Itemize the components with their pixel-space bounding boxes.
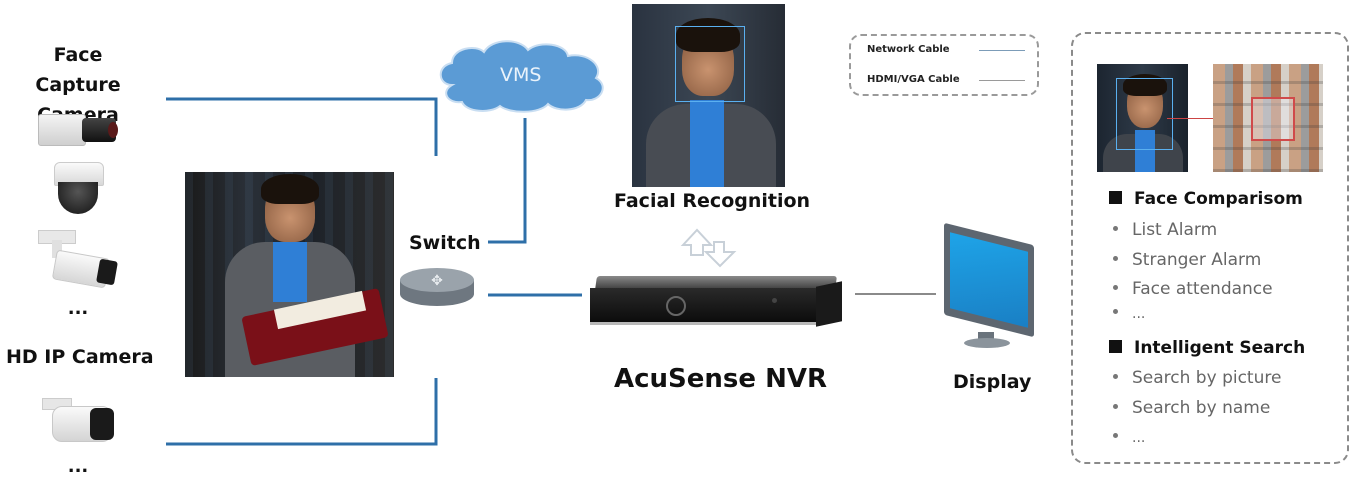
probe-face-photo	[1097, 64, 1188, 172]
switch-icon: ✥	[400, 268, 474, 308]
square-bullet-icon	[1109, 191, 1122, 204]
legend-network-cable-label: Network Cable	[867, 44, 950, 55]
hd-bullet-camera-icon	[42, 398, 116, 448]
feature-item: Search by picture	[1113, 368, 1281, 388]
feature-item-label: Stranger Alarm	[1132, 250, 1262, 270]
hd-ip-more: ...	[67, 456, 89, 477]
legend-network-cable-line	[979, 50, 1025, 51]
feature-item: ...	[1113, 306, 1145, 322]
feature-item-label: ...	[1132, 306, 1146, 322]
feature-item-label: Search by name	[1132, 398, 1271, 418]
vms-cloud-icon	[439, 40, 604, 113]
bullet-icon	[1113, 404, 1118, 409]
face-database-collage	[1213, 64, 1323, 172]
network-cable-hd-camera	[166, 378, 438, 446]
feature-group-intelligent-search: Intelligent Search	[1109, 338, 1305, 358]
display-monitor-icon	[940, 222, 1040, 350]
feature-item: Search by name	[1113, 398, 1270, 418]
square-bullet-icon	[1109, 340, 1122, 353]
network-cable-vms	[488, 118, 527, 244]
feature-item: ...	[1113, 430, 1145, 446]
face-capture-title-line1: Face Capture	[35, 44, 121, 96]
matched-face-box	[1251, 97, 1295, 141]
bullet-icon	[1113, 256, 1118, 261]
feature-item: Stranger Alarm	[1113, 250, 1261, 270]
feature-group-title: Intelligent Search	[1134, 338, 1306, 358]
hd-ip-camera-title: HD IP Camera	[6, 346, 154, 368]
feature-item: List Alarm	[1113, 220, 1217, 240]
nvr-device-icon	[590, 276, 844, 334]
feature-item-label: Face attendance	[1132, 279, 1273, 299]
network-cable-face-camera	[166, 97, 438, 156]
legend-hdmi-cable-line	[979, 80, 1025, 81]
face-capture-more: ...	[67, 298, 89, 319]
bullet-icon	[1113, 433, 1118, 438]
display-label: Display	[953, 371, 1032, 393]
match-link-line	[1167, 118, 1217, 119]
person-reading-photo	[185, 172, 394, 377]
bullet-icon	[1113, 285, 1118, 290]
features-panel: Face Comparisom List Alarm Stranger Alar…	[1071, 32, 1349, 464]
nvr-label: AcuSense NVR	[614, 364, 827, 394]
bullet-icon	[1113, 309, 1118, 314]
feature-item-label: Search by picture	[1132, 368, 1282, 388]
bullet-icon	[1113, 226, 1118, 231]
feature-group-title: Face Comparisom	[1134, 189, 1303, 209]
data-exchange-arrows-icon	[680, 228, 737, 268]
box-camera-icon	[38, 108, 120, 152]
feature-item: Face attendance	[1113, 279, 1273, 299]
facial-recognition-photo	[632, 4, 785, 187]
legend-hdmi-cable-label: HDMI/VGA Cable	[867, 74, 960, 85]
facial-recognition-label: Facial Recognition	[614, 190, 811, 212]
legend: Network Cable HDMI/VGA Cable	[849, 34, 1039, 96]
dome-camera-icon	[52, 162, 104, 216]
bullet-camera-icon	[38, 230, 118, 289]
feature-item-label: List Alarm	[1132, 220, 1218, 240]
bullet-icon	[1113, 374, 1118, 379]
feature-item-label: ...	[1132, 430, 1146, 446]
feature-group-face-comparison: Face Comparisom	[1109, 189, 1303, 209]
switch-label: Switch	[409, 232, 481, 254]
face-detection-box	[675, 26, 745, 102]
vms-label: VMS	[500, 64, 542, 86]
